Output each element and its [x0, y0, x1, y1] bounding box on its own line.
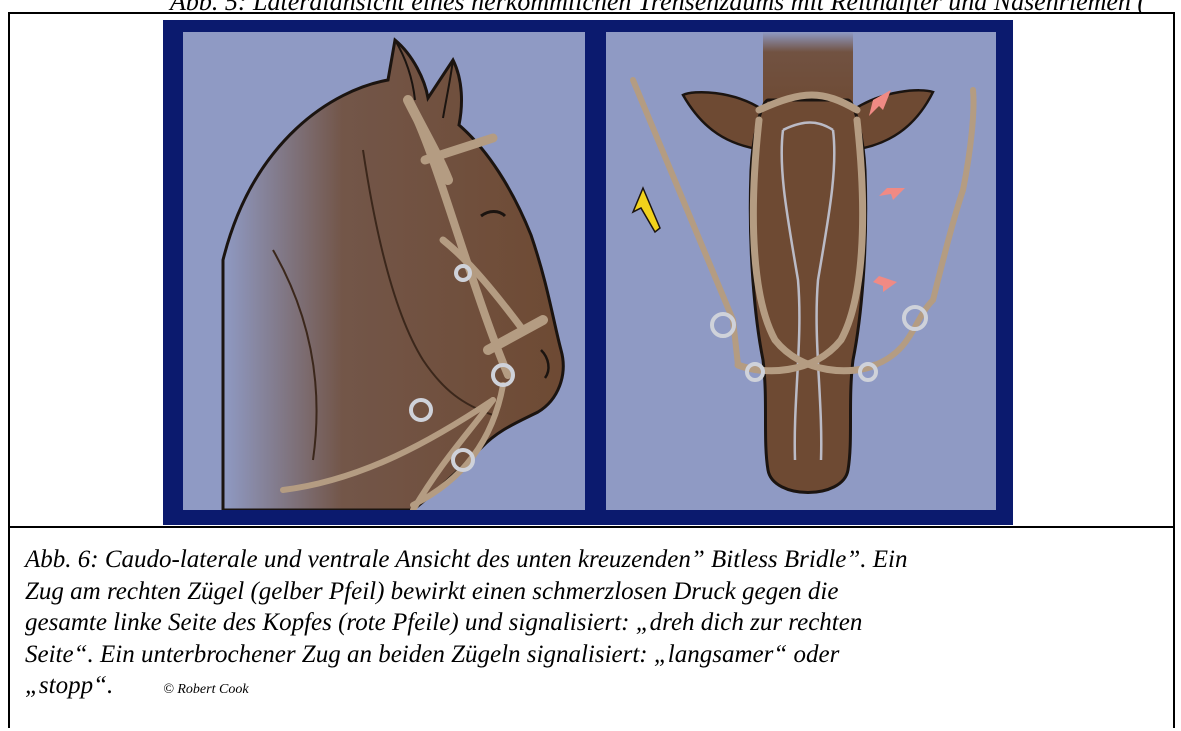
figure-table: Abb. 6: Caudo-laterale und ventrale Ansi… — [8, 12, 1175, 728]
caption-line: Abb. 6: Caudo-laterale und ventrale Ansi… — [25, 544, 1175, 576]
copyright-credit: © Robert Cook — [163, 682, 248, 697]
table-divider — [8, 526, 1175, 528]
bitless-bridle-illustration — [163, 20, 1013, 525]
caption-line-last: „stopp“. © Robert Cook — [25, 670, 1175, 706]
caption-line: Zug am rechten Zügel (gelber Pfeil) bewi… — [25, 576, 1175, 608]
table-border-top — [8, 12, 1175, 14]
caption-line: gesamte linke Seite des Kopfes (rote Pfe… — [25, 607, 1175, 639]
caption-line: „stopp“. — [25, 672, 113, 699]
figure-caption: Abb. 6: Caudo-laterale und ventrale Ansi… — [25, 544, 1175, 706]
horse-head-ventral — [750, 100, 865, 493]
right-panel-ventral-view — [606, 32, 996, 510]
left-panel-lateral-view — [183, 32, 585, 510]
caption-line: Seite“. Ein unterbrochener Zug an beiden… — [25, 639, 1175, 671]
table-border-left — [8, 12, 10, 728]
